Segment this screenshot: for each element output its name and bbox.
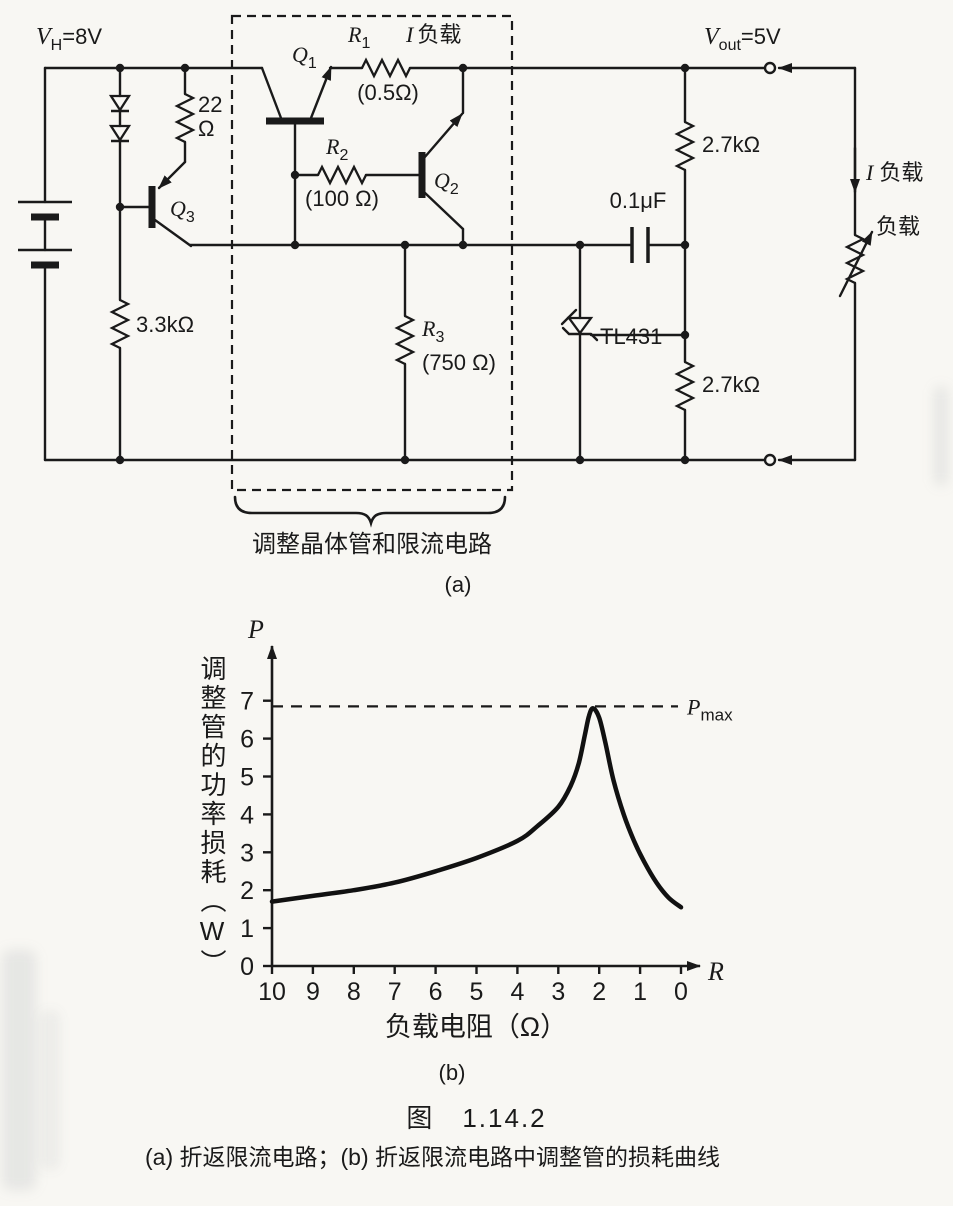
resistor-2k7-top: [674, 120, 696, 172]
diode-d2: [108, 124, 132, 143]
transistor-q1: [260, 65, 333, 125]
resistor-22ohm: [174, 92, 196, 144]
scan-artifact: [2, 950, 36, 1190]
sub-label-a: (a): [445, 572, 472, 597]
brace-label: 调整晶体管和限流电路: [252, 531, 492, 558]
y-tick-label: 6: [240, 726, 254, 754]
sub-label-b: (b): [439, 1060, 466, 1085]
q1-emitter-lead-arrow: [309, 65, 333, 120]
dashed-box-limiter-section: [230, 14, 514, 492]
q2-lower-lead: [422, 190, 465, 231]
x-tick-label: 5: [470, 978, 484, 1006]
x-tick-label: 3: [551, 978, 565, 1006]
x-tick-label: 0: [674, 978, 688, 1006]
diode-d1: [108, 94, 132, 113]
label-r1: R1: [347, 22, 370, 52]
brace: [233, 495, 507, 528]
label-r3-value: (750 Ω): [422, 350, 496, 375]
rheostat-arrow: [838, 230, 874, 298]
transistor-q2: [418, 112, 465, 231]
y-tick-label: 4: [240, 801, 254, 829]
power-curve: [269, 706, 684, 910]
q3-collector-lead: [153, 218, 193, 248]
resistor-r2: [316, 164, 368, 186]
label-r3: R3: [421, 316, 444, 346]
x-tick-label: 2: [592, 978, 606, 1006]
label-r1-value: (0.5Ω): [357, 80, 419, 105]
label-tl431: TL431: [600, 324, 662, 349]
x-tick-label: 10: [258, 978, 286, 1006]
x-tick-label: 9: [306, 978, 320, 1006]
scan-artifact: [40, 1010, 60, 1170]
y-tick-label: 2: [240, 877, 254, 905]
y-tick-label: 3: [240, 839, 254, 867]
x-tick-label: 7: [388, 978, 402, 1006]
circuit-diagram: VH=8V Vout=5V Q1 Q2 Q3 R1 I负载 (0.5Ω) R2 …: [18, 14, 923, 597]
y-axis-symbol: P: [247, 615, 264, 644]
label-r2: R2: [325, 134, 348, 164]
x-tick-label: 8: [347, 978, 361, 1006]
label-vh: VH=8V: [36, 24, 102, 54]
output-terminal-positive: [763, 61, 777, 75]
resistor-2k7-bottom: [674, 360, 696, 412]
label-load: 负载: [876, 214, 920, 239]
q2-upper-lead-arrow: [422, 112, 464, 160]
capacitor-0u1: [630, 227, 650, 263]
figure-caption: (a) 折返限流电路；(b) 折返限流电路中调整管的损耗曲线: [145, 1144, 720, 1170]
figure-number: 图 1.14.2: [406, 1103, 547, 1133]
pmax-label: Pmax: [686, 694, 733, 724]
scan-artifact: [934, 386, 948, 486]
label-capacitor: 0.1μF: [610, 188, 667, 213]
label-vout: Vout=5V: [704, 24, 781, 54]
label-22ohm-line2: Ω: [198, 116, 214, 141]
label-2k7-top: 2.7kΩ: [702, 132, 760, 157]
x-axis-symbol: R: [707, 957, 724, 986]
label-q2: Q2: [434, 168, 459, 198]
label-q1: Q1: [292, 42, 317, 72]
q3-emitter-lead-arrow: [157, 160, 187, 190]
y-axis-label: 调整管的功率损耗（W）: [197, 655, 227, 978]
x-axis-label: 负载电阻（Ω）: [385, 1012, 567, 1042]
label-22ohm-line1: 22: [198, 92, 222, 117]
output-terminal-negative: [763, 453, 777, 467]
y-tick-label: 0: [240, 953, 254, 981]
y-tick-label: 7: [240, 688, 254, 716]
y-axis-ticks: 0 1 2 3 4 5 6 7: [240, 688, 272, 981]
rheostat-load: [838, 230, 874, 298]
battery-symbol: [18, 200, 72, 269]
tl431-ref-tick: [560, 308, 578, 326]
resistor-r1: [360, 57, 412, 79]
x-tick-label: 1: [633, 978, 647, 1006]
tl431-cathode-bar: [561, 326, 599, 342]
q1-collector-lead: [260, 66, 283, 120]
label-2k7-bottom: 2.7kΩ: [702, 372, 760, 397]
x-tick-label: 6: [429, 978, 443, 1006]
y-tick-label: 1: [240, 915, 254, 943]
label-3k3: 3.3kΩ: [136, 312, 194, 337]
label-q3: Q3: [170, 196, 195, 226]
resistor-r3: [394, 314, 416, 366]
x-tick-label: 4: [510, 978, 524, 1006]
label-r2-value: (100 Ω): [305, 186, 379, 211]
transistor-q3: [148, 160, 193, 248]
junction-dots: [115, 63, 690, 465]
resistor-3k3: [109, 298, 131, 350]
y-tick-label: 5: [240, 764, 254, 792]
tl431-symbol: [560, 308, 599, 342]
